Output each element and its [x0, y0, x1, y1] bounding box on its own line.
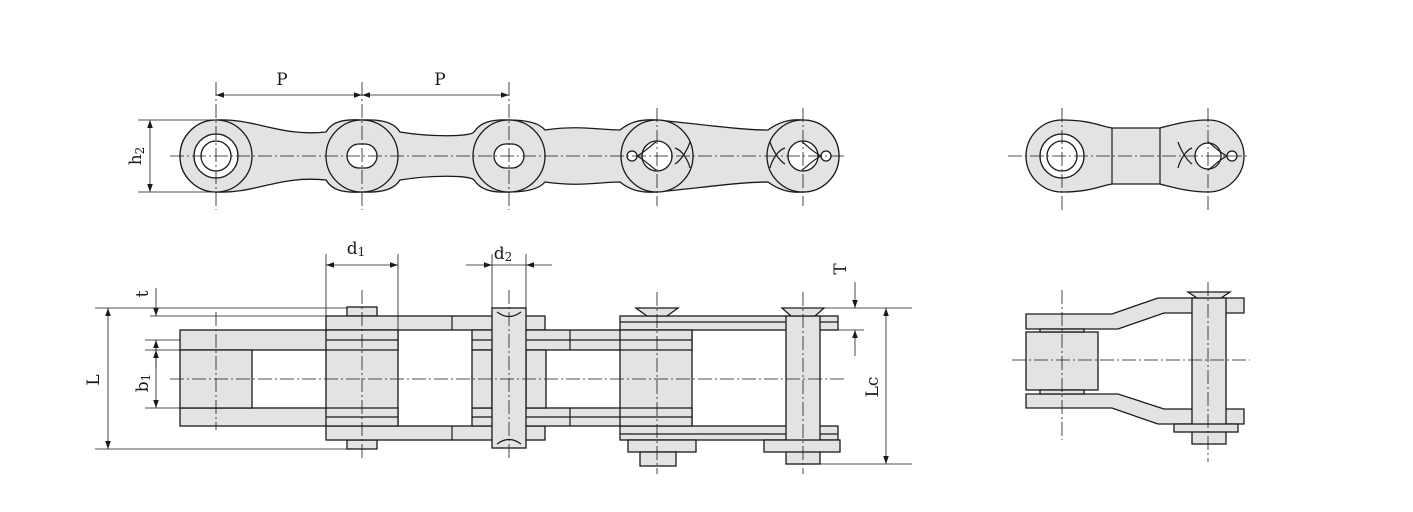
inner-width-label: b1 [133, 374, 153, 393]
roller-dia-label: d1 [347, 239, 366, 259]
nut [763, 439, 841, 453]
end-link-plan-view [1012, 282, 1250, 462]
cranked-plate-bottom [1025, 393, 1245, 425]
countersunk-head [780, 307, 826, 317]
plate-t-label: t [133, 290, 153, 297]
plate-height-label: h2 [126, 147, 147, 166]
end-pin [1191, 297, 1227, 445]
outer-plate [619, 315, 839, 331]
countersunk-head [1185, 291, 1233, 299]
pitch-label: P [434, 70, 445, 90]
roller [619, 329, 693, 427]
pin-end [639, 451, 677, 467]
overall-L-label: L [84, 374, 104, 385]
nut [1173, 423, 1239, 433]
outer-plate [619, 425, 839, 441]
plan-view: d1 d2 T Lc L t b1 [84, 239, 912, 474]
pin-dia-label: d2 [494, 244, 513, 264]
countersunk-head [634, 307, 680, 317]
pitch-label: P [276, 70, 287, 90]
outer-plate [325, 425, 546, 441]
side-view: P P h2 [126, 70, 845, 210]
nut [627, 439, 697, 453]
offset-T-label: T [831, 263, 851, 275]
overall-Lc-label: Lc [863, 377, 883, 398]
end-link-side-view [1008, 108, 1250, 210]
